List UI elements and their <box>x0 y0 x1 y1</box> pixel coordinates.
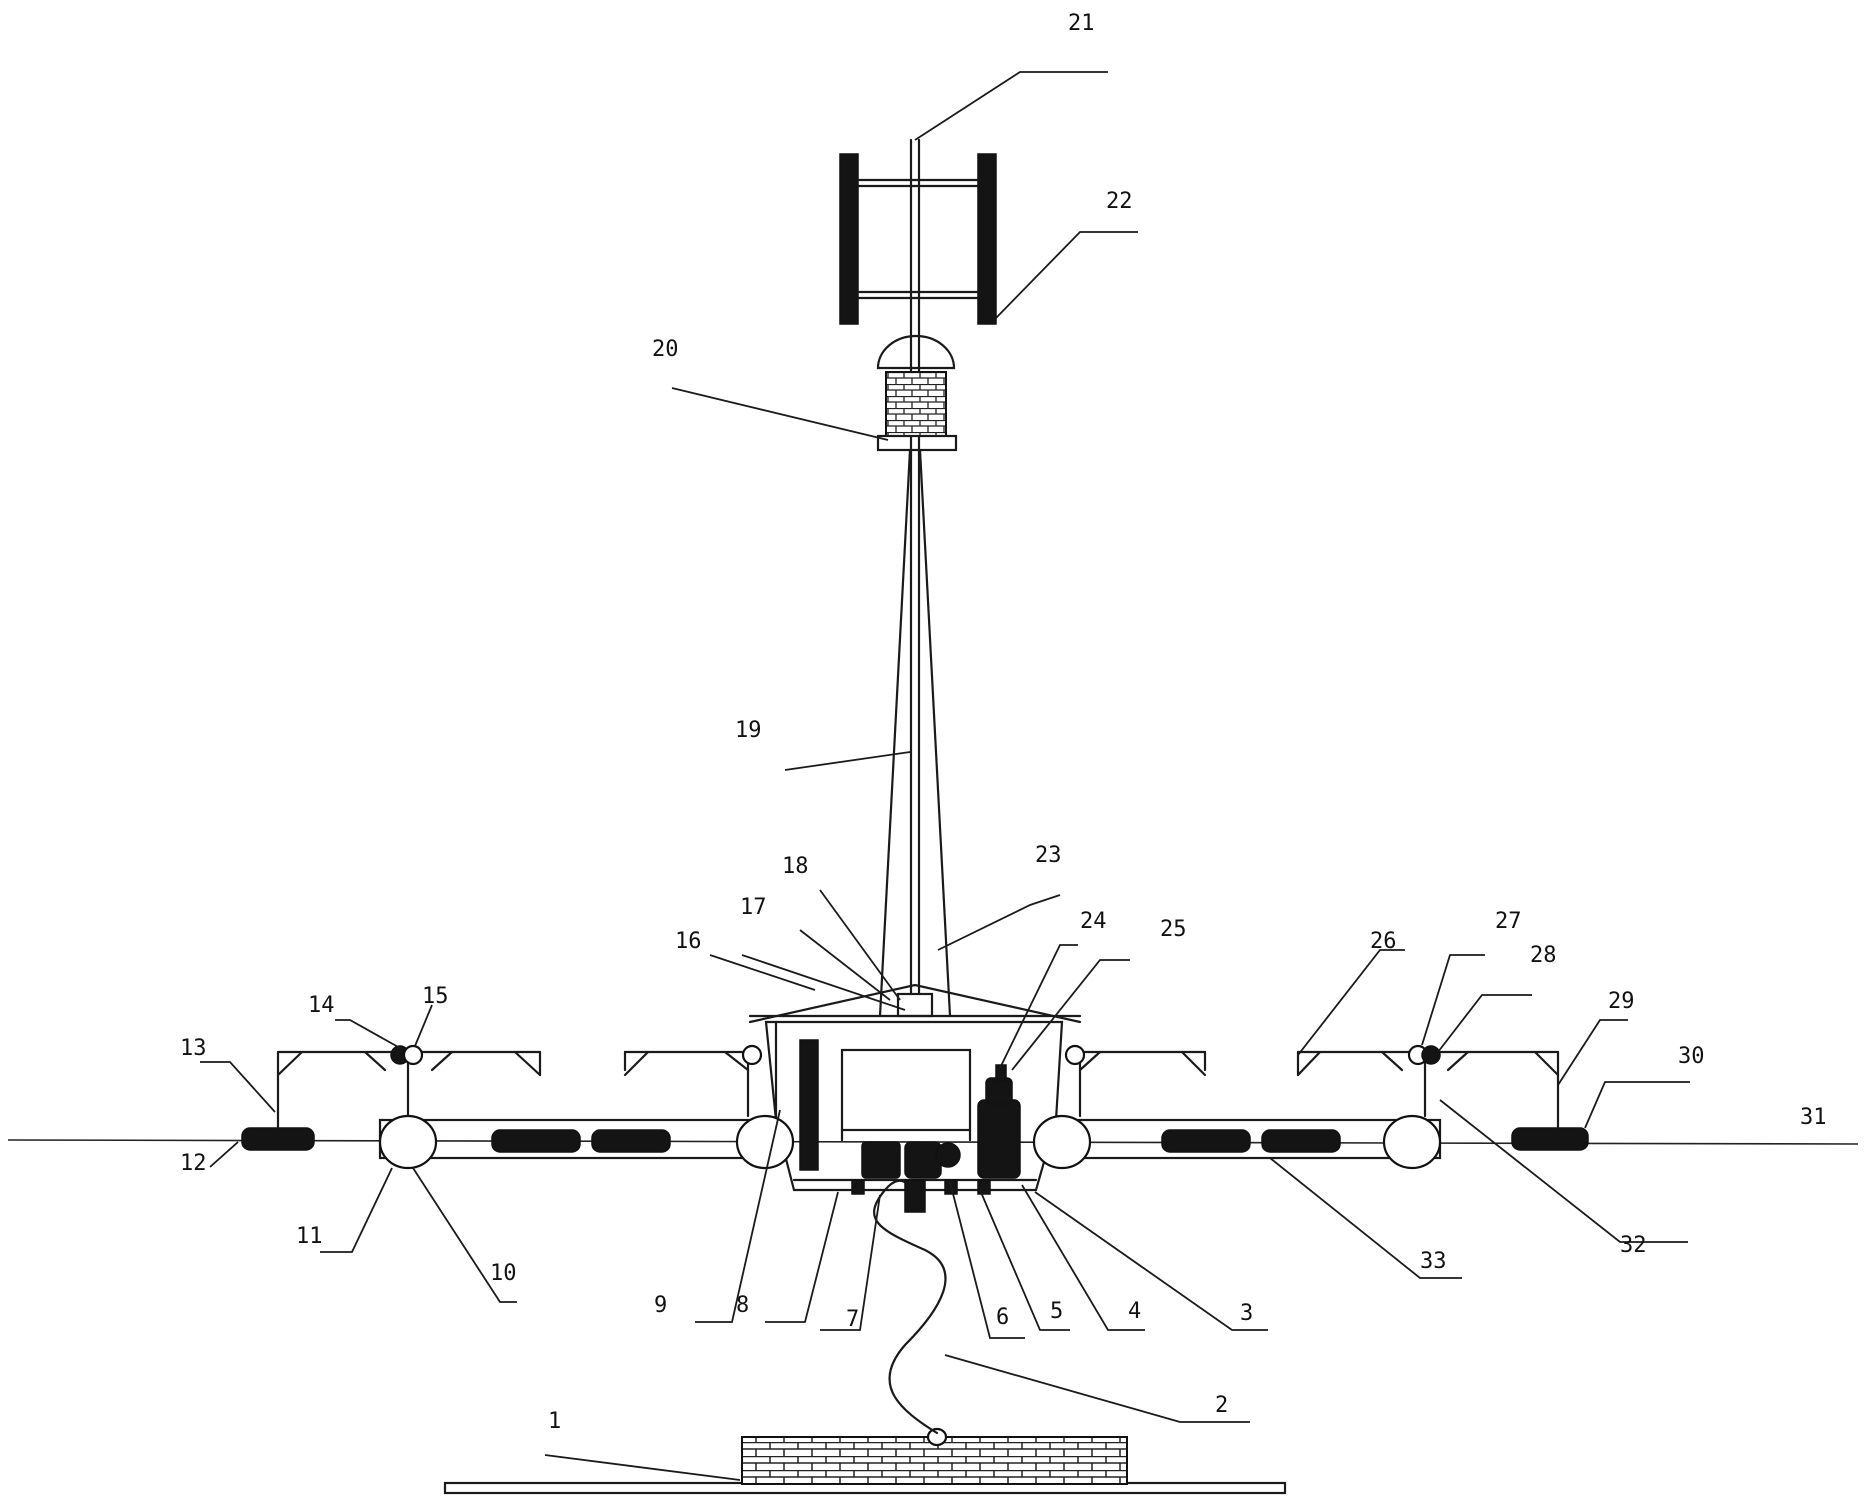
label-30: 30 <box>1678 1044 1705 1069</box>
label-32: 32 <box>1620 1233 1647 1258</box>
label-14: 14 <box>308 993 335 1018</box>
label-6: 6 <box>996 1305 1009 1330</box>
label-5: 5 <box>1050 1299 1063 1324</box>
label-29: 29 <box>1608 989 1635 1014</box>
label-2: 2 <box>1215 1393 1228 1418</box>
label-25: 25 <box>1160 917 1187 942</box>
label-28: 28 <box>1530 943 1557 968</box>
label-23: 23 <box>1035 843 1062 868</box>
label-18: 18 <box>782 854 809 879</box>
label-4: 4 <box>1128 1299 1141 1324</box>
right-outrigger <box>1032 1044 1589 1170</box>
label-10: 10 <box>490 1261 517 1286</box>
anchor-base <box>443 1427 1287 1495</box>
label-31: 31 <box>1800 1105 1827 1130</box>
label-27: 27 <box>1495 909 1522 934</box>
mast <box>878 138 952 1018</box>
wind-turbine <box>839 153 997 325</box>
label-21: 21 <box>1068 11 1095 36</box>
label-20: 20 <box>652 337 679 362</box>
label-9: 9 <box>654 1293 667 1318</box>
label-3: 3 <box>1240 1301 1253 1326</box>
generator-housing <box>876 334 958 452</box>
mooring-cable <box>873 1179 947 1435</box>
label-12: 12 <box>180 1151 207 1176</box>
label-16: 16 <box>675 929 702 954</box>
leader-lines <box>200 71 1690 1481</box>
central-hull <box>764 1020 1064 1213</box>
label-8: 8 <box>736 1293 749 1318</box>
label-13: 13 <box>180 1036 207 1061</box>
label-33: 33 <box>1420 1249 1447 1274</box>
label-11: 11 <box>296 1224 323 1249</box>
label-17: 17 <box>740 895 767 920</box>
label-24: 24 <box>1080 909 1107 934</box>
label-7: 7 <box>846 1307 859 1332</box>
label-19: 19 <box>735 718 762 743</box>
callout-labels: 1 2 3 4 5 6 7 8 9 10 11 12 13 14 15 16 1… <box>180 11 1827 1434</box>
label-26: 26 <box>1370 929 1397 954</box>
left-outrigger <box>241 1044 795 1170</box>
label-1: 1 <box>548 1409 561 1434</box>
label-15: 15 <box>422 984 449 1009</box>
label-22: 22 <box>1106 189 1133 214</box>
